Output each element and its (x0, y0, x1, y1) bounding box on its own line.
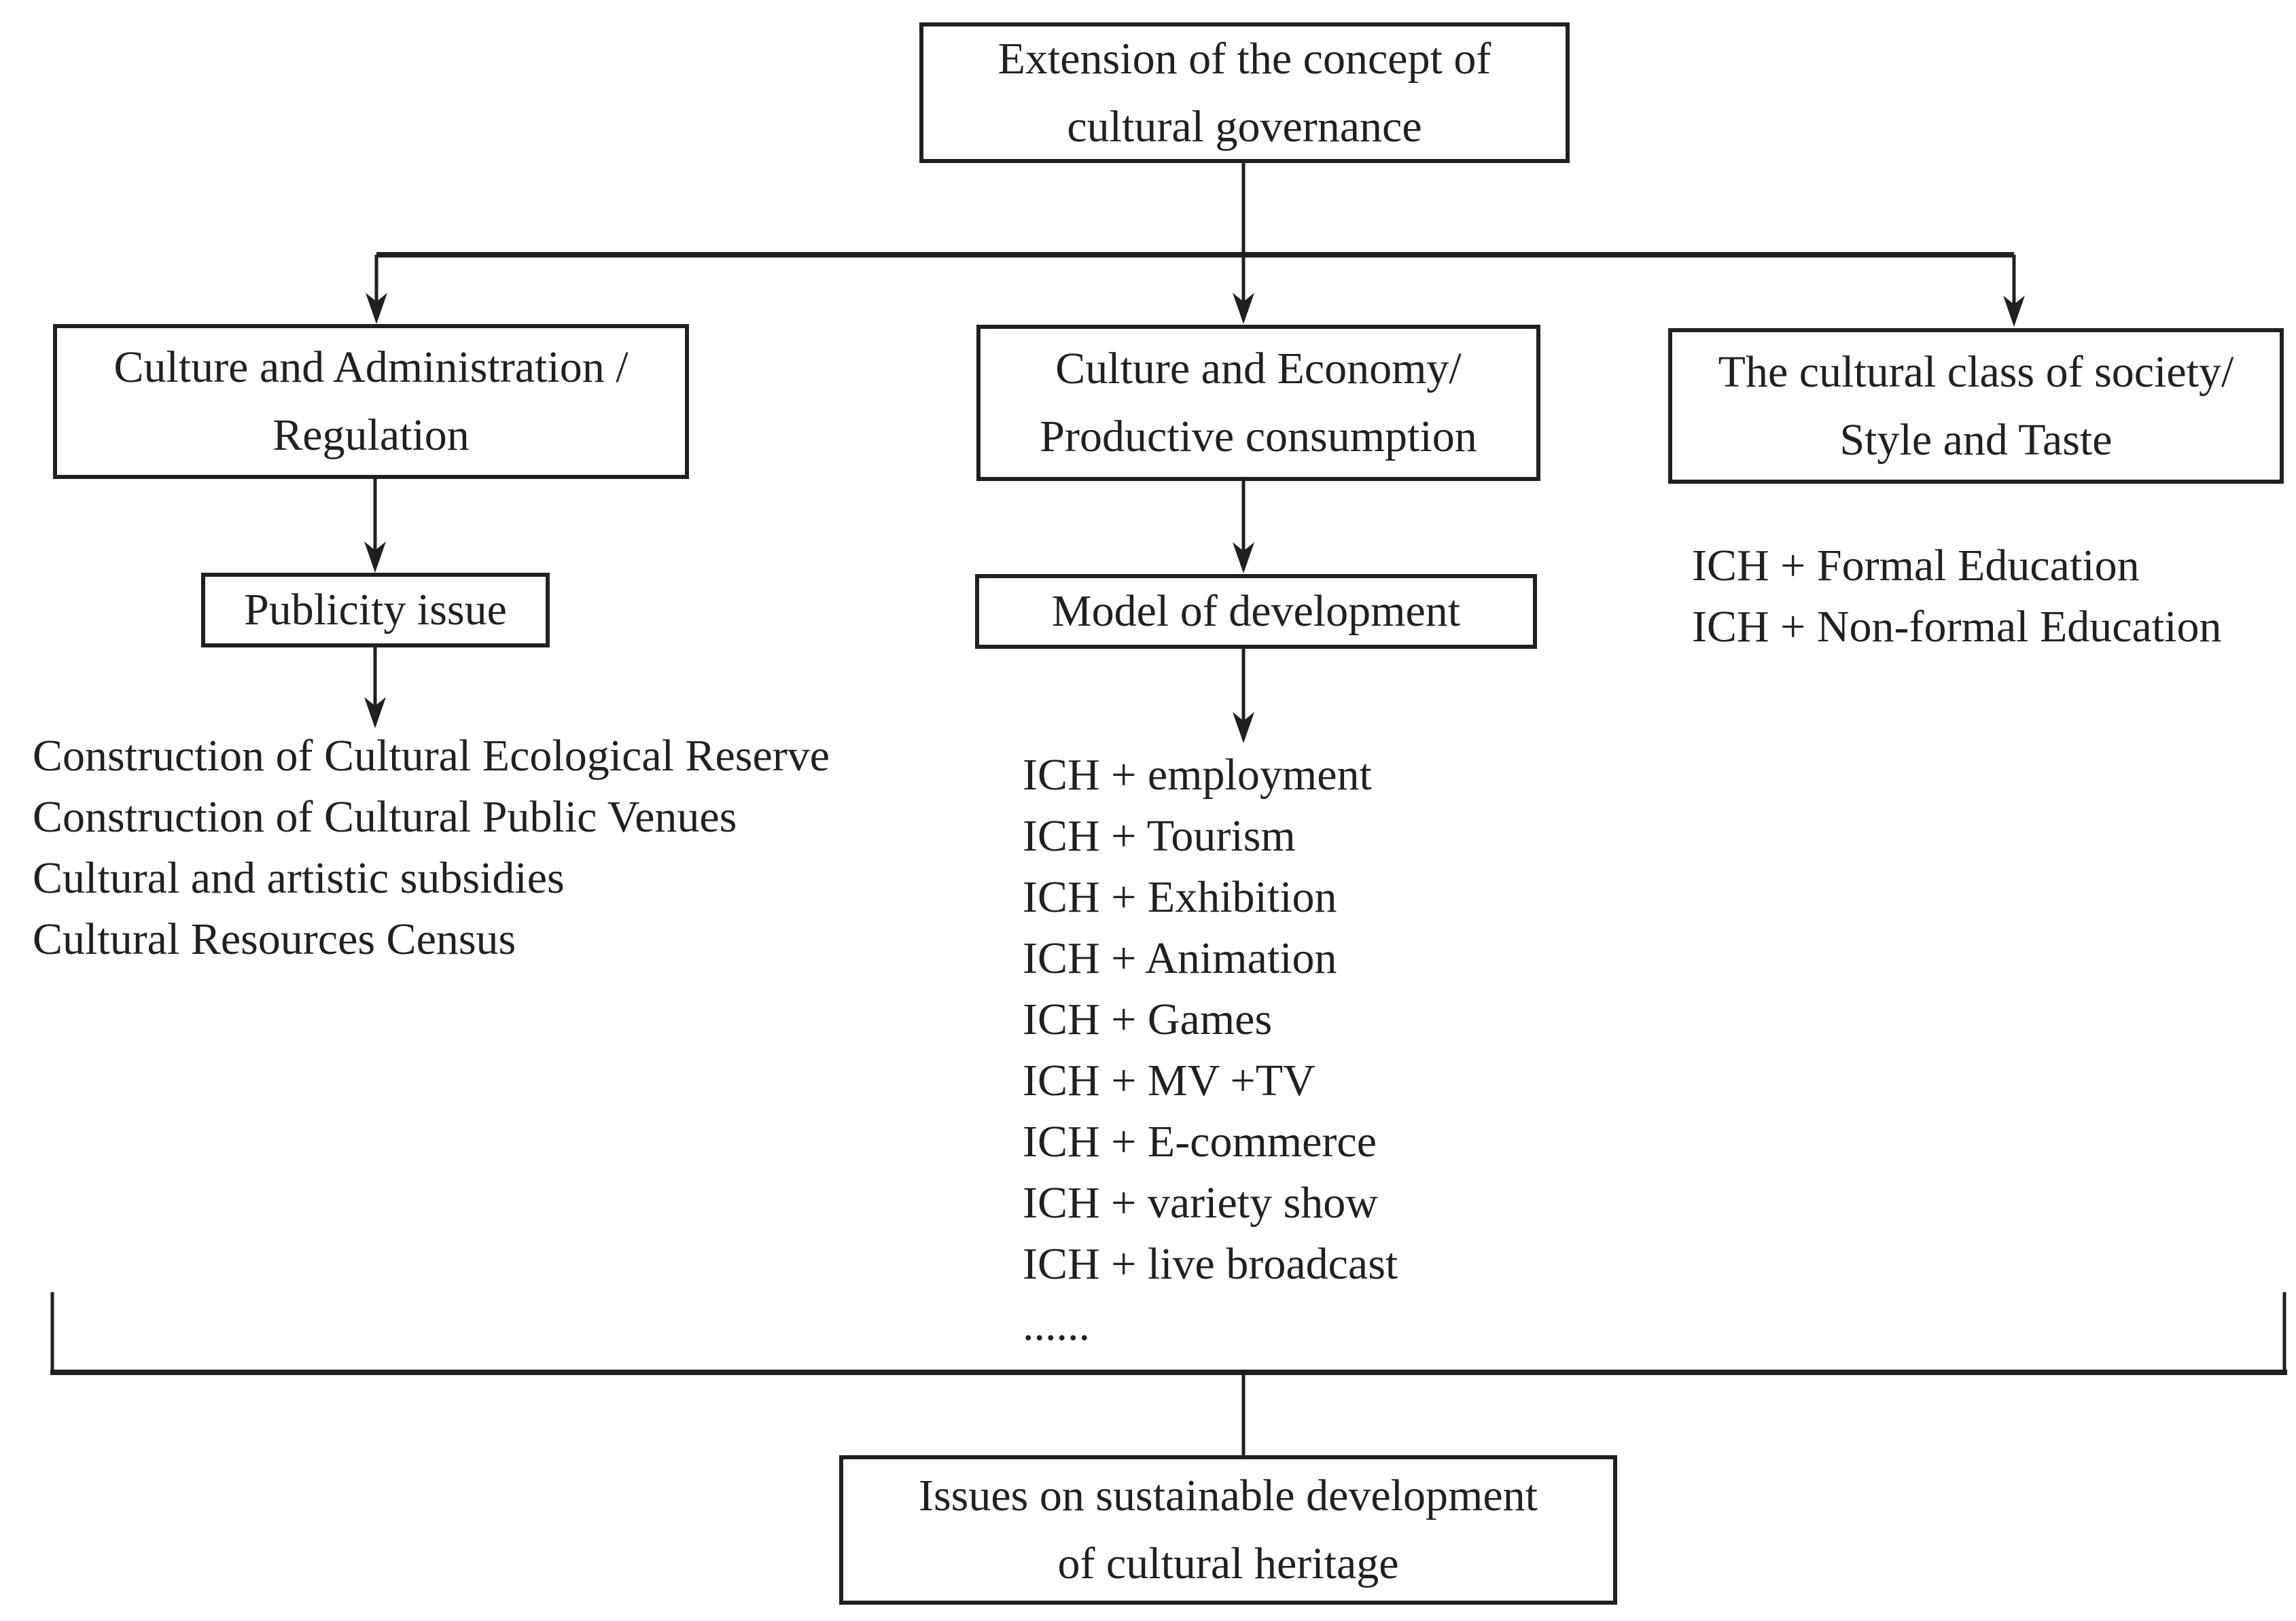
box-sustainable-development-line2: of cultural heritage (1057, 1539, 1399, 1588)
box-model-of-development-label: Model of development (1051, 586, 1461, 636)
box-cultural-class-society-line1: The cultural class of society/ (1718, 346, 2234, 397)
box-extension-line2: cultural governance (1067, 101, 1422, 152)
middle-branch-item: ICH + employment (1023, 750, 1372, 800)
box-publicity-issue: Publicity issue (201, 573, 550, 647)
box-culture-economy-line1: Culture and Economy/ (1055, 344, 1462, 393)
middle-branch-item: ICH + Exhibition (1023, 872, 1337, 922)
right-branch-item: ICH + Formal Education (1692, 541, 2140, 590)
left-branch-item: Cultural and artistic subsidies (33, 853, 565, 903)
middle-branch-item: ICH + Tourism (1023, 811, 1296, 861)
box-cultural-class-society-line2: Style and Taste (1839, 414, 2113, 465)
box-sustainable-development: Issues on sustainable development of cul… (839, 1455, 1617, 1605)
box-culture-administration: Culture and Administration / Regulation (53, 324, 689, 479)
middle-branch-item: ICH + MV +TV (1023, 1056, 1315, 1105)
arrowhead-branch-middle (1233, 293, 1254, 324)
left-branch-item: Construction of Cultural Public Venues (33, 792, 737, 842)
box-extension-cultural-governance: Extension of the concept of cultural gov… (919, 22, 1570, 163)
arrowhead-publicity-to-list (364, 697, 386, 728)
left-branch-item: Construction of Cultural Ecological Rese… (33, 731, 830, 781)
box-culture-administration-line1: Culture and Administration / (113, 342, 629, 392)
middle-branch-item: ICH + E-commerce (1023, 1117, 1377, 1166)
left-branch-list: Construction of Cultural Ecological Rese… (33, 726, 830, 970)
arrowhead-middle-to-model (1233, 542, 1254, 573)
middle-branch-list: ICH + employment ICH + Tourism ICH + Exh… (1023, 745, 1398, 1356)
right-branch-list: ICH + Formal Education ICH + Non-formal … (1692, 535, 2222, 658)
box-cultural-class-society: The cultural class of society/ Style and… (1668, 328, 2284, 484)
box-culture-economy-line2: Productive consumption (1040, 412, 1477, 461)
middle-branch-ellipsis: ...... (1023, 1300, 1090, 1350)
box-sustainable-development-line1: Issues on sustainable development (919, 1471, 1538, 1520)
box-culture-administration-line2: Regulation (272, 410, 470, 460)
arrowhead-branch-right (2003, 296, 2025, 327)
middle-branch-item: ICH + live broadcast (1023, 1239, 1398, 1289)
middle-branch-item: ICH + Animation (1023, 933, 1337, 983)
arrowhead-left-to-publicity (364, 541, 386, 573)
box-model-of-development: Model of development (975, 574, 1537, 649)
arrowhead-model-to-list (1233, 712, 1254, 743)
box-extension-line1: Extension of the concept of (997, 33, 1491, 84)
box-publicity-issue-label: Publicity issue (244, 585, 507, 635)
arrowhead-branch-left (366, 293, 387, 324)
middle-branch-item: ICH + Games (1023, 995, 1273, 1044)
left-branch-item: Cultural Resources Census (33, 914, 516, 964)
middle-branch-item: ICH + variety show (1023, 1178, 1378, 1228)
right-branch-item: ICH + Non-formal Education (1692, 602, 2222, 652)
box-culture-economy: Culture and Economy/ Productive consumpt… (976, 325, 1540, 481)
